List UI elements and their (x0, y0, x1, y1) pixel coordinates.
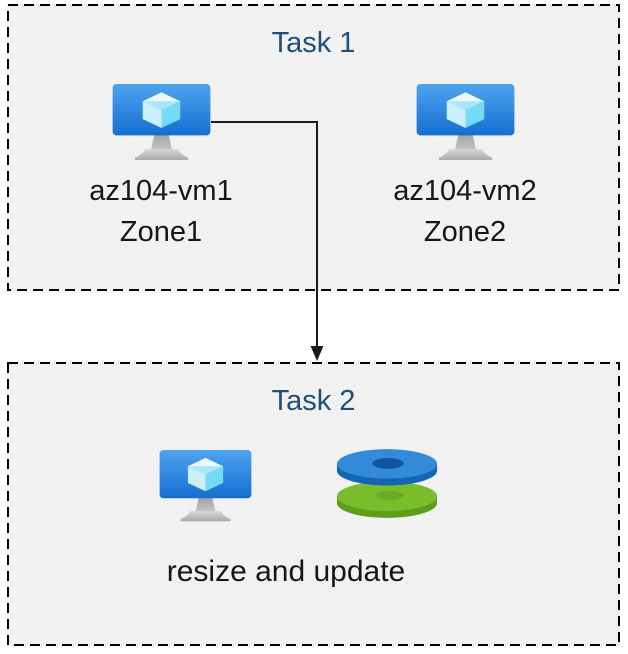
task1-box: Task 1 az104-vm1 Zone1 az104-vm2 Zone2 (7, 4, 620, 291)
task2-box: Task 2 resize and update (7, 362, 620, 646)
vm-node-az104-vm2: az104-vm2 Zone2 (355, 84, 575, 253)
vm-label: az104-vm2 Zone2 (355, 171, 575, 253)
vm-name: az104-vm1 (89, 175, 233, 207)
task2-caption: resize and update (166, 555, 406, 588)
vm-name: az104-vm2 (393, 175, 537, 207)
task2-title: Task 2 (271, 385, 356, 417)
vm-label: az104-vm1 Zone1 (51, 171, 271, 253)
vm-zone: Zone1 (119, 216, 203, 248)
vm-zone: Zone2 (423, 216, 507, 248)
virtual-machine-icon (159, 450, 252, 522)
task1-title: Task 1 (271, 27, 356, 59)
disks-icon (336, 449, 438, 518)
virtual-machine-icon (416, 84, 514, 161)
vm-node-az104-vm1: az104-vm1 Zone1 (51, 84, 271, 253)
virtual-machine-icon (112, 84, 210, 161)
flow-arrow-head (310, 346, 324, 361)
